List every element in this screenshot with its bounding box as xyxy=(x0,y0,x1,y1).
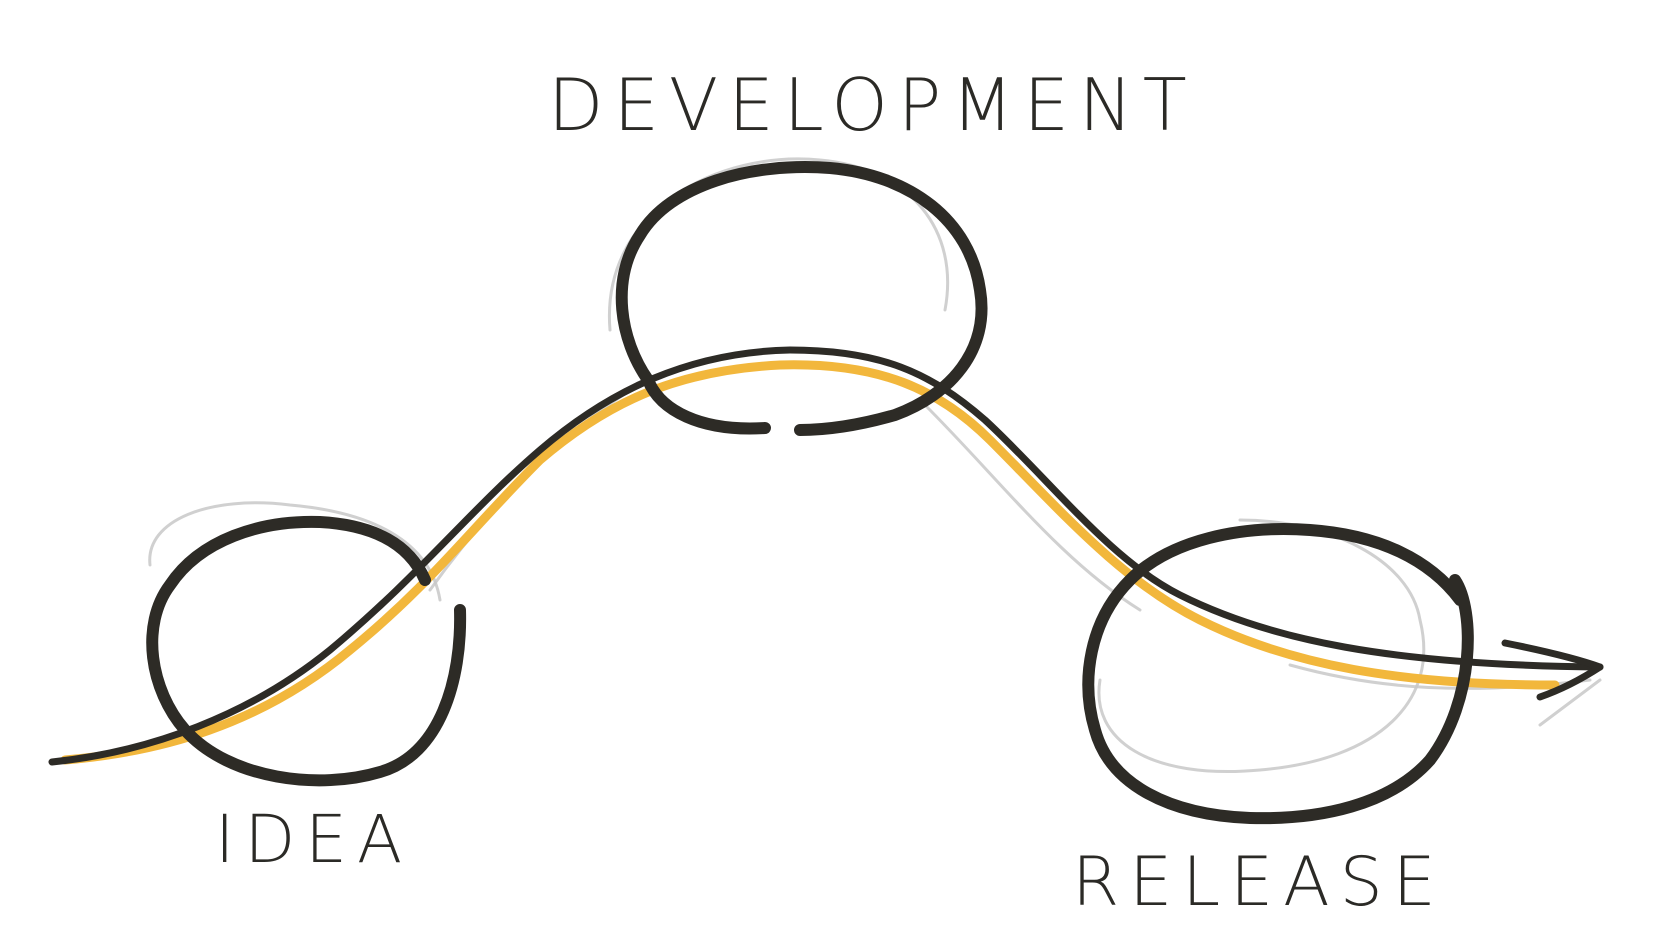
pencil-arrow-tick xyxy=(1538,678,1602,727)
loop-release xyxy=(1082,523,1474,825)
pencil-curve-descent xyxy=(923,403,1142,612)
pencil-circle-idea xyxy=(148,501,442,602)
stage-label-idea: IDEA xyxy=(215,801,412,878)
loop-idea xyxy=(146,515,467,787)
stage-label-development: DEVELOPMENT xyxy=(548,63,1197,147)
pencil-circle-release xyxy=(1097,518,1426,773)
highlight-curve xyxy=(60,360,1560,765)
stage-label-release: RELEASE xyxy=(1072,843,1446,922)
loop-development xyxy=(615,161,988,436)
pencil-sketch-layer xyxy=(148,157,1602,773)
lifecycle-curve xyxy=(48,346,1604,766)
arrow-head-icon xyxy=(1501,639,1604,701)
